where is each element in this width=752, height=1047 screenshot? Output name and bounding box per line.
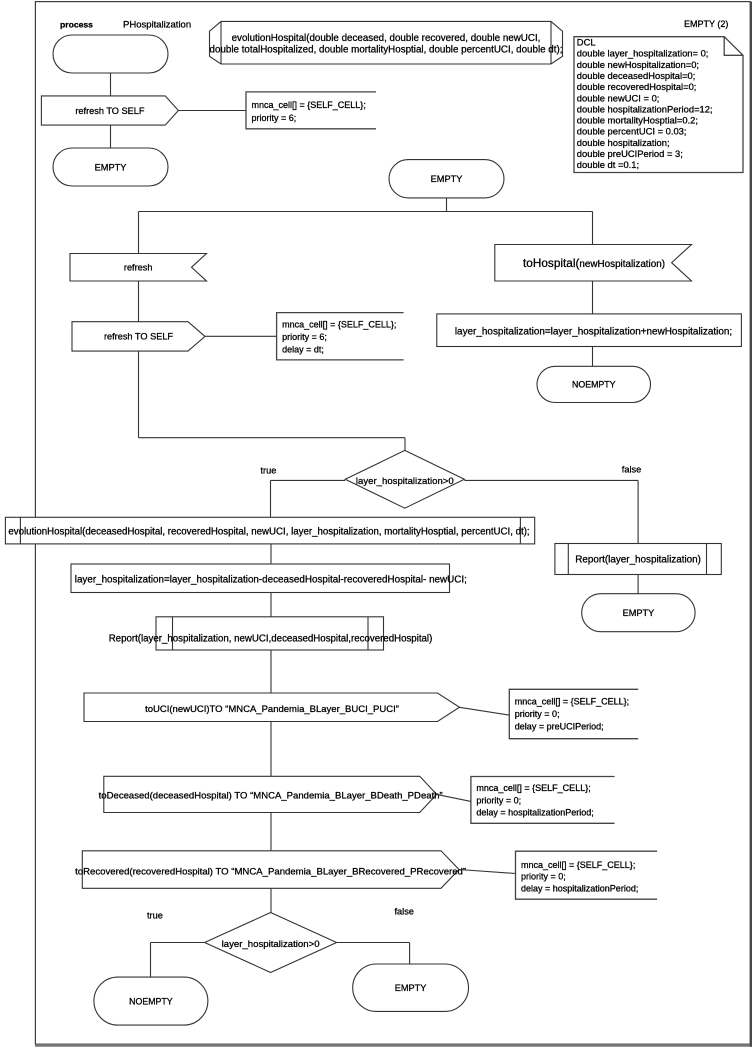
svg-text:double recoveredHospital=0;: double recoveredHospital=0;	[577, 81, 697, 92]
svg-text:priority = 6;: priority = 6;	[252, 113, 297, 123]
svg-text:mnca_cell[] = {SELF_CELL};: mnca_cell[] = {SELF_CELL};	[521, 860, 635, 870]
svg-text:double preUCIPeriod = 3;: double preUCIPeriod = 3;	[577, 148, 683, 159]
svg-text:layer_hospitalization=layer_ho: layer_hospitalization=layer_hospitalizat…	[455, 326, 732, 337]
svg-text:refresh: refresh	[124, 263, 153, 273]
svg-text:priority = 6;: priority = 6;	[282, 332, 327, 342]
svg-text:double totalHospitalized, doub: double totalHospitalized, double mortali…	[210, 44, 563, 55]
svg-text:mnca_cell[] = {SELF_CELL};: mnca_cell[] = {SELF_CELL};	[252, 100, 366, 110]
svg-text:priority = 0;: priority = 0;	[476, 795, 521, 805]
svg-text:mnca_cell[] = {SELF_CELL};: mnca_cell[] = {SELF_CELL};	[282, 319, 396, 329]
svg-text:DCL: DCL	[577, 37, 596, 48]
svg-text:double hospitalization;: double hospitalization;	[577, 137, 670, 148]
svg-text:delay = hospitalizationPeriod;: delay = hospitalizationPeriod;	[521, 883, 638, 893]
svg-text:EMPTY (2): EMPTY (2)	[684, 19, 728, 29]
svg-text:double dt =0.1;: double dt =0.1;	[577, 159, 639, 170]
svg-text:refresh TO SELF: refresh TO SELF	[104, 332, 173, 342]
svg-text:EMPTY: EMPTY	[395, 983, 427, 993]
svg-text:EMPTY: EMPTY	[95, 162, 127, 172]
svg-text:double hospitalizationPeriod=1: double hospitalizationPeriod=12;	[577, 103, 713, 114]
svg-text:toDeceased(deceasedHospital) T: toDeceased(deceasedHospital) TO “MNCA_Pa…	[99, 790, 443, 801]
svg-text:double deceasedHospital=0;: double deceasedHospital=0;	[577, 70, 696, 81]
svg-text:double layer_hospitalization=: double layer_hospitalization= 0;	[577, 48, 709, 59]
svg-text:delay = hospitalizationPeriod;: delay = hospitalizationPeriod;	[476, 807, 593, 817]
svg-text:double percentUCI = 0.03;: double percentUCI = 0.03;	[577, 126, 687, 137]
svg-text:mnca_cell[] = {SELF_CELL};: mnca_cell[] = {SELF_CELL};	[515, 696, 629, 706]
svg-text:true: true	[147, 911, 163, 921]
svg-text:layer_hospitalization>0: layer_hospitalization>0	[222, 939, 320, 950]
svg-text:priority = 0;: priority = 0;	[521, 872, 566, 882]
svg-text:mnca_cell[] = {SELF_CELL};: mnca_cell[] = {SELF_CELL};	[476, 783, 590, 793]
svg-text:evolutionHospital(deceasedHosp: evolutionHospital(deceasedHospital, reco…	[8, 527, 529, 538]
svg-text:refresh TO SELF: refresh TO SELF	[75, 106, 144, 116]
svg-text:priority = 0;: priority = 0;	[515, 709, 560, 719]
svg-text:evolutionHospital(double decea: evolutionHospital(double deceased, doubl…	[232, 33, 541, 44]
svg-text:delay = dt;: delay = dt;	[282, 345, 324, 355]
svg-text:NOEMPTY: NOEMPTY	[572, 380, 616, 390]
svg-text:Report(layer_hospitalization,: Report(layer_hospitalization, newUCI,dec…	[109, 633, 433, 644]
svg-text:delay = preUCIPeriod;: delay = preUCIPeriod;	[515, 721, 604, 731]
svg-text:double newUCI = 0;: double newUCI = 0;	[577, 92, 660, 103]
svg-text:false: false	[395, 907, 414, 917]
svg-text:toHospital(newHospitalization): toHospital(newHospitalization)	[523, 256, 665, 270]
svg-text:toUCI(newUCI)TO “MNCA_Pandemia: toUCI(newUCI)TO “MNCA_Pandemia_BLayer_BU…	[145, 704, 399, 715]
svg-text:PHospitalization: PHospitalization	[123, 19, 191, 30]
svg-text:false: false	[622, 464, 641, 474]
svg-text:toRecovered(recoveredHospital): toRecovered(recoveredHospital) TO “MNCA_…	[75, 867, 466, 878]
svg-text:Report(layer_hospitalization): Report(layer_hospitalization)	[575, 555, 701, 566]
svg-text:NOEMPTY: NOEMPTY	[129, 996, 173, 1006]
svg-text:double newHospitalization=0;: double newHospitalization=0;	[577, 59, 699, 70]
svg-text:layer_hospitalization>0: layer_hospitalization>0	[356, 476, 454, 487]
svg-text:layer_hospitalization=layer_ho: layer_hospitalization=layer_hospitalizat…	[75, 575, 467, 586]
svg-text:EMPTY: EMPTY	[623, 608, 655, 618]
svg-text:true: true	[261, 466, 277, 476]
svg-text:process: process	[60, 19, 93, 29]
svg-text:EMPTY: EMPTY	[431, 174, 463, 184]
svg-text:double mortalityHosptial=0.2;: double mortalityHosptial=0.2;	[577, 115, 698, 126]
